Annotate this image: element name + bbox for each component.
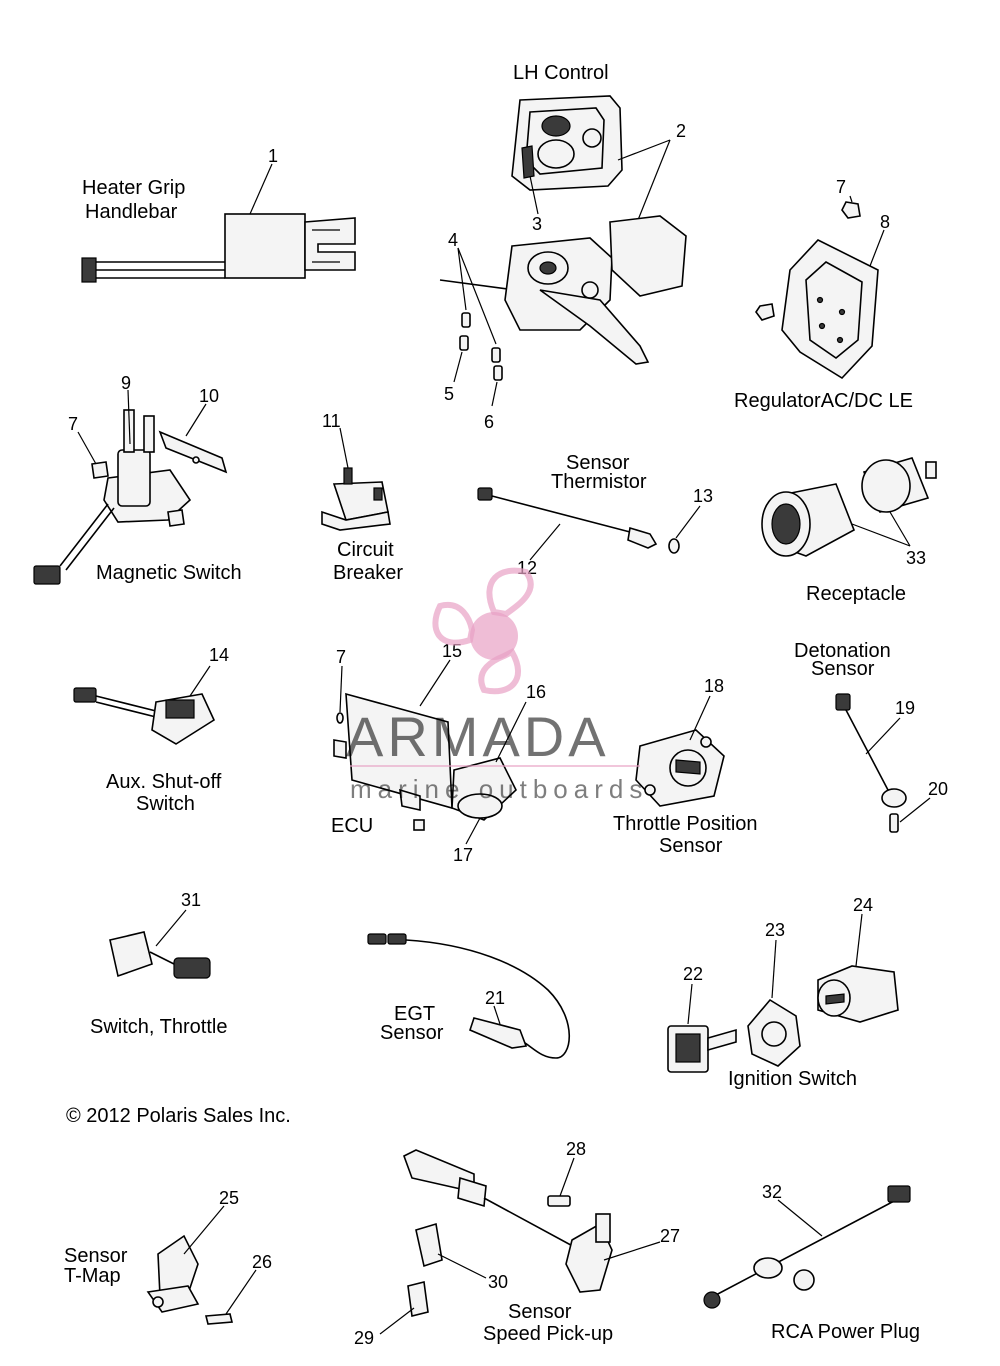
magnetic-switch-label: Magnetic Switch: [96, 562, 242, 584]
watermark-tagline: marine outboards: [350, 774, 648, 804]
callout-7-magnetic: 7: [68, 414, 78, 434]
magnetic-switch-part: [33, 409, 228, 585]
detonation-sensor-part: [835, 693, 907, 833]
callout-23: 23: [765, 920, 785, 940]
callout-21: 21: [485, 988, 505, 1008]
sensor-thermistor-part: [477, 487, 680, 554]
tps-label-line1: Throttle Position: [613, 813, 758, 835]
lh-control-housing-part: [511, 95, 623, 191]
propeller-blade-icon: [486, 567, 534, 618]
receptacle-part: [761, 457, 937, 557]
callout-7-ecu: 7: [336, 647, 346, 667]
callout-10: 10: [199, 386, 219, 406]
callout-32: 32: [762, 1182, 782, 1202]
callout-3: 3: [532, 214, 542, 234]
heater-grip-label-line2: Handlebar: [85, 201, 178, 223]
tps-label-line2: Sensor: [659, 835, 723, 857]
callout-7-regulator: 7: [836, 177, 846, 197]
circuit-breaker-label-line2: Breaker: [333, 562, 403, 584]
callout-24: 24: [853, 895, 873, 915]
sensor-speed-pickup-part: [403, 1149, 613, 1317]
tmap-label-line2: T-Map: [64, 1265, 121, 1287]
sensor-tmap-part: [146, 1234, 234, 1325]
ecu-label: ECU: [331, 815, 373, 837]
callout-4: 4: [448, 230, 458, 250]
egt-label-line1: EGT: [394, 1003, 435, 1025]
callout-22: 22: [683, 964, 703, 984]
armada-logo-watermark: ARMADA marine outboards: [346, 567, 648, 804]
lh-control-switch-assembly-part: [439, 215, 687, 365]
rca-power-plug-part: [703, 1185, 911, 1309]
propeller-blade-icon: [432, 601, 476, 646]
detonation-label-line1: Detonation: [794, 640, 891, 662]
sensor-thermistor-label-line2: Thermistor: [551, 471, 647, 493]
throttle-position-sensor-part: [635, 729, 725, 807]
receptacle-label: Receptacle: [806, 583, 906, 605]
aux-shutoff-label-line1: Aux. Shut-off: [106, 771, 222, 793]
callout-13: 13: [693, 486, 713, 506]
heater-grip-handlebar-part: [81, 213, 356, 283]
ignition-switch-part: [667, 965, 899, 1073]
egt-label-line2: Sensor: [380, 1022, 444, 1044]
callout-31: 31: [181, 890, 201, 910]
callout-20: 20: [928, 779, 948, 799]
sensor-thermistor-label-line1: Sensor: [566, 452, 630, 474]
callout-14: 14: [209, 645, 229, 665]
copyright-text: © 2012 Polaris Sales Inc.: [66, 1105, 291, 1127]
switch-throttle-label: Switch, Throttle: [90, 1016, 227, 1038]
callout-5: 5: [444, 384, 454, 404]
rca-label: RCA Power Plug: [771, 1321, 920, 1343]
callout-9: 9: [121, 373, 131, 393]
callout-30: 30: [488, 1272, 508, 1292]
callout-11: 11: [322, 411, 341, 431]
tmap-label-line1: Sensor: [64, 1245, 128, 1267]
ignition-switch-label: Ignition Switch: [728, 1068, 857, 1090]
callout-26: 26: [252, 1252, 272, 1272]
switch-throttle-part: [109, 931, 211, 979]
callout-25: 25: [219, 1188, 239, 1208]
egt-sensor-part: [367, 933, 571, 1059]
propeller-blade-icon: [478, 648, 521, 695]
detonation-label-line2: Sensor: [811, 658, 875, 680]
propeller-hub-icon: [470, 612, 518, 660]
circuit-breaker-part: [321, 467, 391, 531]
callout-8: 8: [880, 212, 890, 232]
callout-17: 17: [453, 845, 473, 865]
callout-18: 18: [704, 676, 724, 696]
ecu-part: [333, 692, 517, 831]
callout-29: 29: [354, 1328, 374, 1348]
regulator-label: RegulatorAC/DC LE: [734, 390, 913, 412]
callout-2: 2: [676, 121, 686, 141]
circuit-breaker-label-line1: Circuit: [337, 539, 394, 561]
watermark-brand: ARMADA: [346, 705, 610, 768]
callout-15: 15: [442, 641, 462, 661]
callout-19: 19: [895, 698, 915, 718]
screw-part: [459, 312, 503, 381]
lh-control-label: LH Control: [513, 62, 609, 84]
callout-27: 27: [660, 1226, 680, 1246]
speed-pickup-label-line2: Speed Pick-up: [483, 1323, 613, 1345]
callout-28: 28: [566, 1139, 586, 1159]
regulator-part: [755, 201, 879, 380]
callout-33: 33: [906, 548, 926, 568]
speed-pickup-label-line1: Sensor: [508, 1301, 572, 1323]
aux-shutoff-label-line2: Switch: [136, 793, 195, 815]
callout-1: 1: [268, 146, 278, 166]
heater-grip-label-line1: Heater Grip: [82, 177, 185, 199]
aux-shutoff-switch-part: [73, 687, 216, 745]
callout-16: 16: [526, 682, 546, 702]
callout-6: 6: [484, 412, 494, 432]
